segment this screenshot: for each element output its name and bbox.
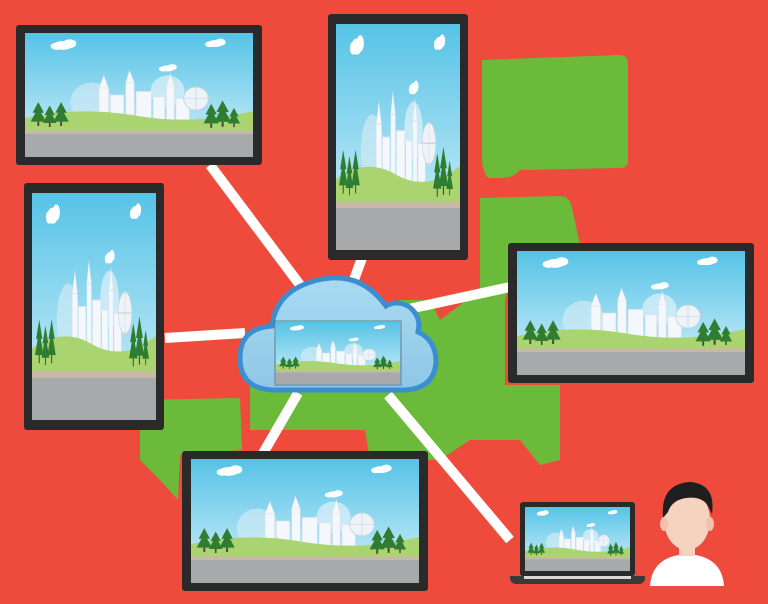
screen xyxy=(25,33,253,157)
city-skyline-with-trees-icon xyxy=(32,193,156,420)
connector-line xyxy=(384,391,514,544)
avatar-ear xyxy=(706,517,714,531)
avatar-face xyxy=(664,490,710,550)
screen xyxy=(191,459,419,583)
city-skyline-with-trees-icon xyxy=(191,459,419,583)
avatar-hair xyxy=(662,482,713,518)
screen xyxy=(336,24,460,250)
city-skyline-with-trees-icon xyxy=(517,251,745,375)
cloud-icon xyxy=(237,275,439,393)
city-skyline-with-trees-icon xyxy=(336,24,460,250)
connector-line xyxy=(164,328,246,343)
tablet-left xyxy=(24,183,164,430)
city-skyline-with-trees-icon xyxy=(525,507,630,571)
monitor-top-left xyxy=(16,25,262,165)
screen xyxy=(32,193,156,420)
screen xyxy=(517,251,745,375)
city-skyline-with-trees-icon xyxy=(276,322,400,384)
connector-line xyxy=(393,282,512,317)
laptop-keyboard-edge xyxy=(524,576,631,579)
user-avatar-icon xyxy=(650,482,724,586)
network-connectors xyxy=(164,162,514,544)
connector-line xyxy=(206,162,304,288)
cloud-screen xyxy=(274,320,402,386)
laptop-bottom-right xyxy=(510,502,645,586)
avatar-ear xyxy=(660,517,668,531)
map-region-north xyxy=(482,55,628,178)
laptop-base xyxy=(510,576,645,584)
city-skyline-with-trees-icon xyxy=(25,33,253,157)
connector-line xyxy=(257,390,303,458)
laptop-lid xyxy=(520,502,635,576)
avatar-shoulders xyxy=(650,554,724,586)
map-region-southwest xyxy=(140,398,242,500)
monitor-bottom-center xyxy=(182,451,428,591)
monitor-right xyxy=(508,243,754,383)
tablet-top-center xyxy=(328,14,468,260)
